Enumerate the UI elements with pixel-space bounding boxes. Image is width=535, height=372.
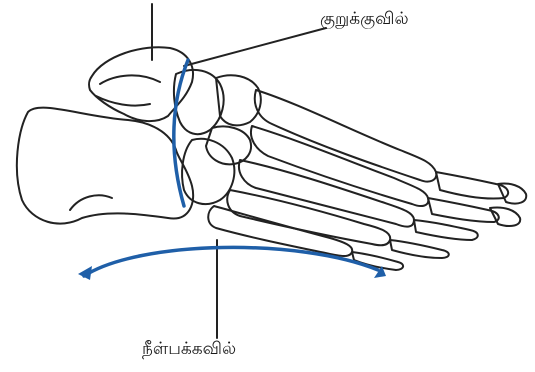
longitudinal-arch-left-end — [78, 266, 92, 280]
phalanx-3 — [414, 220, 478, 240]
transverse-arch-curve — [174, 60, 188, 206]
transverse-arch-label: குறுக்குவில் — [320, 11, 409, 28]
talus-bone — [89, 47, 193, 121]
transverse-arch-pointer-line — [184, 28, 326, 66]
calcaneus-bone — [17, 108, 193, 224]
phalanx-1 — [436, 172, 508, 199]
phalanx-5 — [352, 252, 403, 270]
cuboid-bone — [182, 139, 234, 204]
cuneiform-bone-2 — [206, 127, 251, 165]
phalanx-4 — [390, 240, 449, 258]
phalanx-2 — [428, 198, 499, 222]
longitudinal-arch-label: நீள்பக்கவில் — [142, 341, 236, 358]
phalanx-2-distal — [490, 207, 520, 226]
longitudinal-arch-curve — [84, 247, 378, 276]
